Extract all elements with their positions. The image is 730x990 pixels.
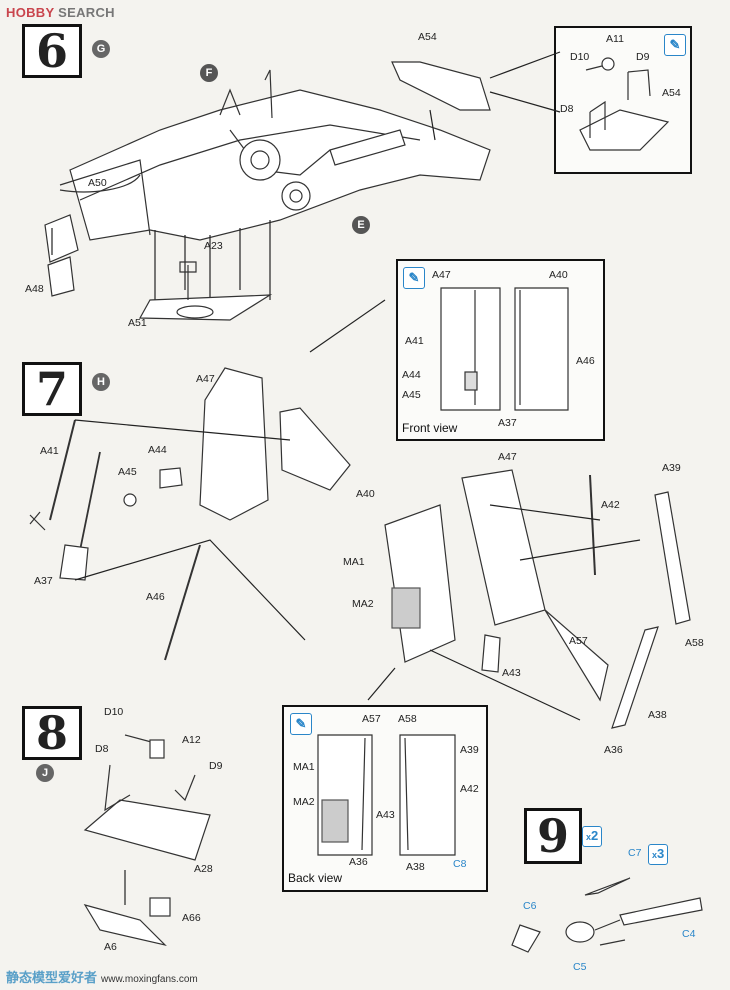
label-a40-front: A40 [549, 269, 568, 281]
step-number-9: 9 [524, 808, 582, 864]
label-a45-front: A45 [402, 389, 421, 401]
label-a41: A41 [40, 445, 59, 457]
label-a66: A66 [182, 912, 201, 924]
label-c4: C4 [682, 928, 696, 940]
label-a57: A57 [569, 635, 588, 647]
label-a57-back: A57 [362, 713, 381, 725]
label-a51: A51 [128, 317, 147, 329]
label-d8: D8 [560, 103, 574, 115]
part-a28 [83, 799, 211, 861]
label-d9: D9 [636, 51, 650, 63]
label-a44: A44 [148, 444, 167, 456]
part-a54 [391, 61, 491, 111]
label-ma1: MA1 [343, 556, 365, 568]
back-view-caption: Back view [288, 871, 343, 885]
label-a58-back: A58 [398, 713, 417, 725]
label-d10-step8: D10 [104, 706, 124, 718]
label-a47: A47 [196, 373, 215, 385]
label-a47-front: A47 [432, 269, 451, 281]
label-a38-back: A38 [406, 861, 425, 873]
hobby-search-logo: HOBBY SEARCH [6, 5, 115, 20]
label-c7: C7 [628, 847, 642, 859]
label-d10: D10 [570, 51, 590, 63]
part-a48 [47, 256, 75, 297]
quantity-badge-x2: x2 [582, 826, 603, 847]
side-panel-a40 [279, 407, 351, 491]
upper-hull-frame [69, 89, 491, 241]
label-a54: A54 [418, 31, 437, 43]
step-number-8: 8 [22, 706, 82, 760]
wheel-mechanism [281, 181, 311, 211]
step-8-letter-j: J [36, 764, 54, 782]
label-a36-back: A36 [349, 856, 368, 868]
label-a48: A48 [25, 283, 44, 295]
label-c6: C6 [523, 900, 537, 912]
side-panel-a47 [199, 367, 269, 521]
label-a42-back: A42 [460, 783, 479, 795]
quantity-badge-x3: x3 [648, 844, 669, 865]
label-a36: A36 [604, 744, 623, 756]
label-a38: A38 [648, 709, 667, 721]
side-panel-back [384, 504, 456, 663]
label-a39: A39 [662, 462, 681, 474]
label-a28: A28 [194, 863, 213, 875]
paint-icon: ✎ [403, 267, 425, 289]
paint-icon: ✎ [290, 713, 312, 735]
label-c5: C5 [573, 961, 587, 973]
step-6-letter-g: G [92, 40, 110, 58]
label-a50: A50 [88, 177, 107, 189]
label-d8-step8: D8 [95, 743, 109, 755]
label-ma1-back: MA1 [293, 761, 315, 773]
label-a46-front: A46 [576, 355, 595, 367]
label-a12: A12 [182, 734, 201, 746]
label-a39-back: A39 [460, 744, 479, 756]
label-a43: A43 [502, 667, 521, 679]
front-view-caption: Front view [402, 421, 458, 435]
label-a54-inset: A54 [662, 87, 681, 99]
step-number-7: 7 [22, 362, 82, 416]
label-a46: A46 [146, 591, 165, 603]
label-a47-right: A47 [498, 451, 517, 463]
label-a44-front: A44 [402, 369, 421, 381]
label-a40: A40 [356, 488, 375, 500]
label-a41-front: A41 [405, 335, 424, 347]
label-a42: A42 [601, 499, 620, 511]
label-c8-back: C8 [453, 858, 467, 870]
label-ma2-back: MA2 [293, 796, 315, 808]
label-ma2: MA2 [352, 598, 374, 610]
paint-icon: ✎ [664, 34, 686, 56]
label-a23: A23 [204, 240, 223, 252]
label-a43-back: A43 [376, 809, 395, 821]
subassembly-e-marker: E [352, 216, 370, 234]
label-a58: A58 [685, 637, 704, 649]
step-7-letter-h: H [92, 373, 110, 391]
label-a37-front: A37 [498, 417, 517, 429]
label-a6: A6 [104, 941, 117, 953]
label-d9-step8: D9 [209, 760, 223, 772]
step-number-6: 6 [22, 24, 82, 78]
label-a45: A45 [118, 466, 137, 478]
label-a11: A11 [606, 33, 624, 45]
label-a37: A37 [34, 575, 53, 587]
subassembly-f-marker: F [200, 64, 218, 82]
